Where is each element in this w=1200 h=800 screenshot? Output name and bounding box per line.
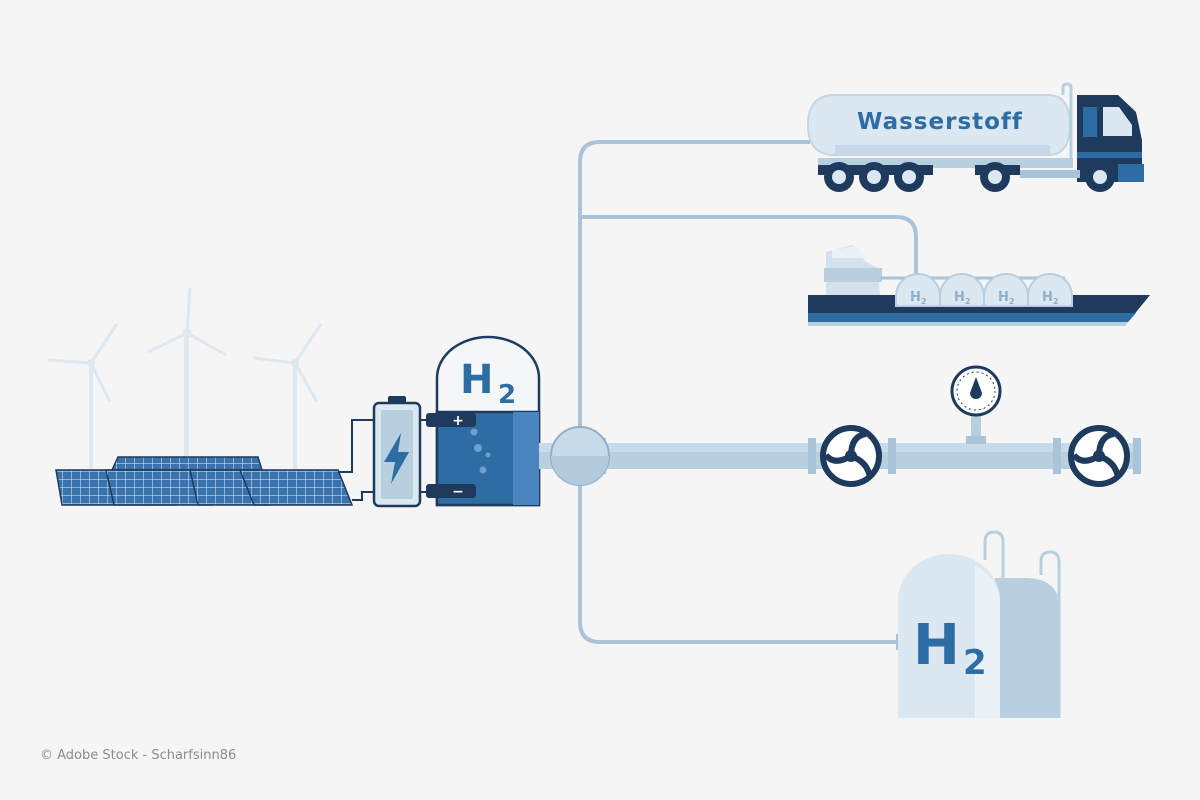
truck-icon: Wasserstoff [806, 82, 1144, 192]
valve-icon[interactable] [820, 425, 882, 487]
distribution-pipes [578, 140, 918, 644]
ship-icon: H 2 H 2 H 2 H 2 [808, 245, 1150, 326]
battery-plus-label: + [452, 413, 464, 429]
wind-turbine-icon [47, 323, 119, 470]
wind-turbine-icon [252, 323, 323, 470]
ship-tank-subscript: 2 [1009, 297, 1015, 306]
storage-h-label: H [913, 613, 960, 678]
copyright-credit: © Adobe Stock - Scharfsinn86 [40, 748, 236, 763]
wind-turbine-icon [147, 287, 227, 465]
ship-tank-subscript: 2 [921, 297, 927, 306]
ship-tank-label: H [954, 290, 965, 305]
ship-tank-label: H [1042, 290, 1053, 305]
storage-subscript-label: 2 [963, 643, 987, 683]
electrolyzer-h-label: H [460, 357, 493, 403]
pipe-junction [550, 426, 610, 486]
lightning-icon [384, 433, 409, 484]
truck-tank-label: Wasserstoff [857, 109, 1023, 135]
ship-tank-subscript: 2 [965, 297, 971, 306]
electrolyzer-subscript-label: 2 [498, 380, 516, 410]
ship-tank-subscript: 2 [1053, 297, 1059, 306]
ship-tank-label: H [910, 290, 921, 305]
battery-minus-label: − [452, 484, 464, 500]
storage-tank-icon: H 2 [898, 530, 1061, 718]
ship-tank-label: H [998, 290, 1009, 305]
electrolyzer-icon: + − H 2 [426, 335, 541, 507]
valve-icon[interactable] [1068, 425, 1130, 487]
battery-icon [372, 396, 422, 508]
pressure-gauge-icon [950, 365, 1002, 444]
solar-panel-icon [55, 456, 354, 506]
